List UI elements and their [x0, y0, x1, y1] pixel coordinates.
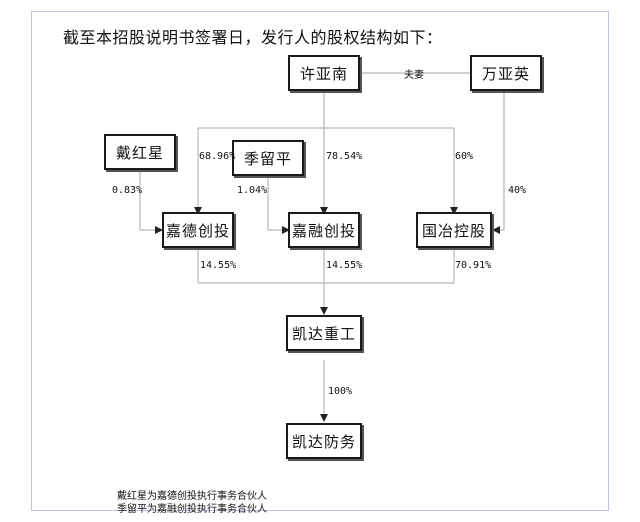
wan-to-guozhi-line: [492, 91, 505, 234]
pct-xu-jiade: 68.96%: [199, 151, 236, 162]
node-jiade: 嘉德创投: [162, 212, 234, 248]
pct-wan-guozhi: 40%: [508, 185, 527, 196]
node-kaida-zhonggong: 凯达重工: [286, 315, 362, 351]
node-jiarong: 嘉融创投: [288, 212, 360, 248]
node-kaida-fangwu: 凯达防务: [286, 423, 362, 459]
node-guozhi: 国冶控股: [416, 212, 492, 248]
footnote-dai: 戴红星为嘉德创投执行事务合伙人: [117, 491, 267, 502]
label-spouse: 夫妻: [404, 70, 424, 81]
pct-jiarong-kaida: 14.55%: [326, 260, 363, 271]
dai-to-jiade-line: [139, 170, 163, 234]
node-wan-yaying: 万亚英: [470, 55, 542, 91]
footnote-ji: 季留平为嘉融创投执行事务合伙人: [117, 504, 267, 515]
pct-xu-guozhi: 60%: [455, 151, 474, 162]
node-ji-liuping: 季留平: [232, 140, 304, 176]
pct-xu-jiarong: 78.54%: [326, 151, 363, 162]
ji-to-jiarong-line: [267, 176, 290, 234]
pct-ji-jiarong: 1.04%: [237, 185, 268, 196]
node-dai-hongxing: 戴红星: [104, 134, 176, 170]
node-xu-yanan: 许亚南: [288, 55, 360, 91]
diagram-frame: [31, 11, 609, 511]
pct-dai-jiade: 0.83%: [112, 185, 143, 196]
pct-jiade-kaida: 14.55%: [200, 260, 237, 271]
page-title: 截至本招股说明书签署日，发行人的股权结构如下：: [63, 28, 443, 47]
pct-guozhi-kaida: 70.91%: [455, 260, 492, 271]
pct-kaida-fw: 100%: [328, 386, 353, 397]
